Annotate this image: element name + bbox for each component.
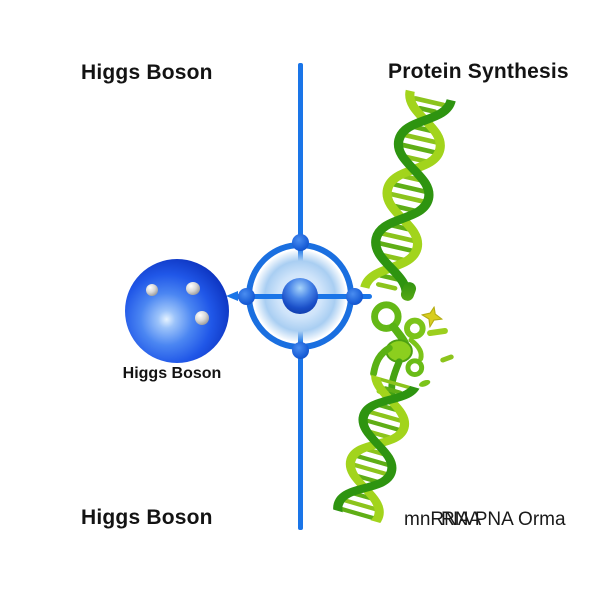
sphere-bump <box>146 284 158 296</box>
target-node-east <box>346 288 363 305</box>
right-caption-overlay: RNA <box>441 509 482 530</box>
target-node-west <box>238 288 255 305</box>
dna-helix-top <box>344 86 471 302</box>
right-caption: mnRNA PNA Orma RNA <box>404 509 579 535</box>
sphere-caption: Higgs Boson <box>122 365 222 382</box>
amino-acid-star-icon <box>420 305 444 329</box>
target-node-south <box>292 342 309 359</box>
sphere-bump <box>186 282 200 295</box>
dna-helix-bottom <box>316 370 435 528</box>
right-title: Protein Synthesis <box>388 60 569 83</box>
left-footer-label: Higgs Boson <box>81 506 213 529</box>
crosshair-arrow-tip <box>226 291 238 301</box>
higgs-boson-sphere <box>125 259 229 363</box>
target-node-north <box>292 234 309 251</box>
target-core-particle <box>282 278 318 314</box>
right-caption-base: mnRNA PNA Orma <box>404 509 566 530</box>
left-title: Higgs Boson <box>81 61 213 84</box>
sphere-bump <box>195 311 209 325</box>
